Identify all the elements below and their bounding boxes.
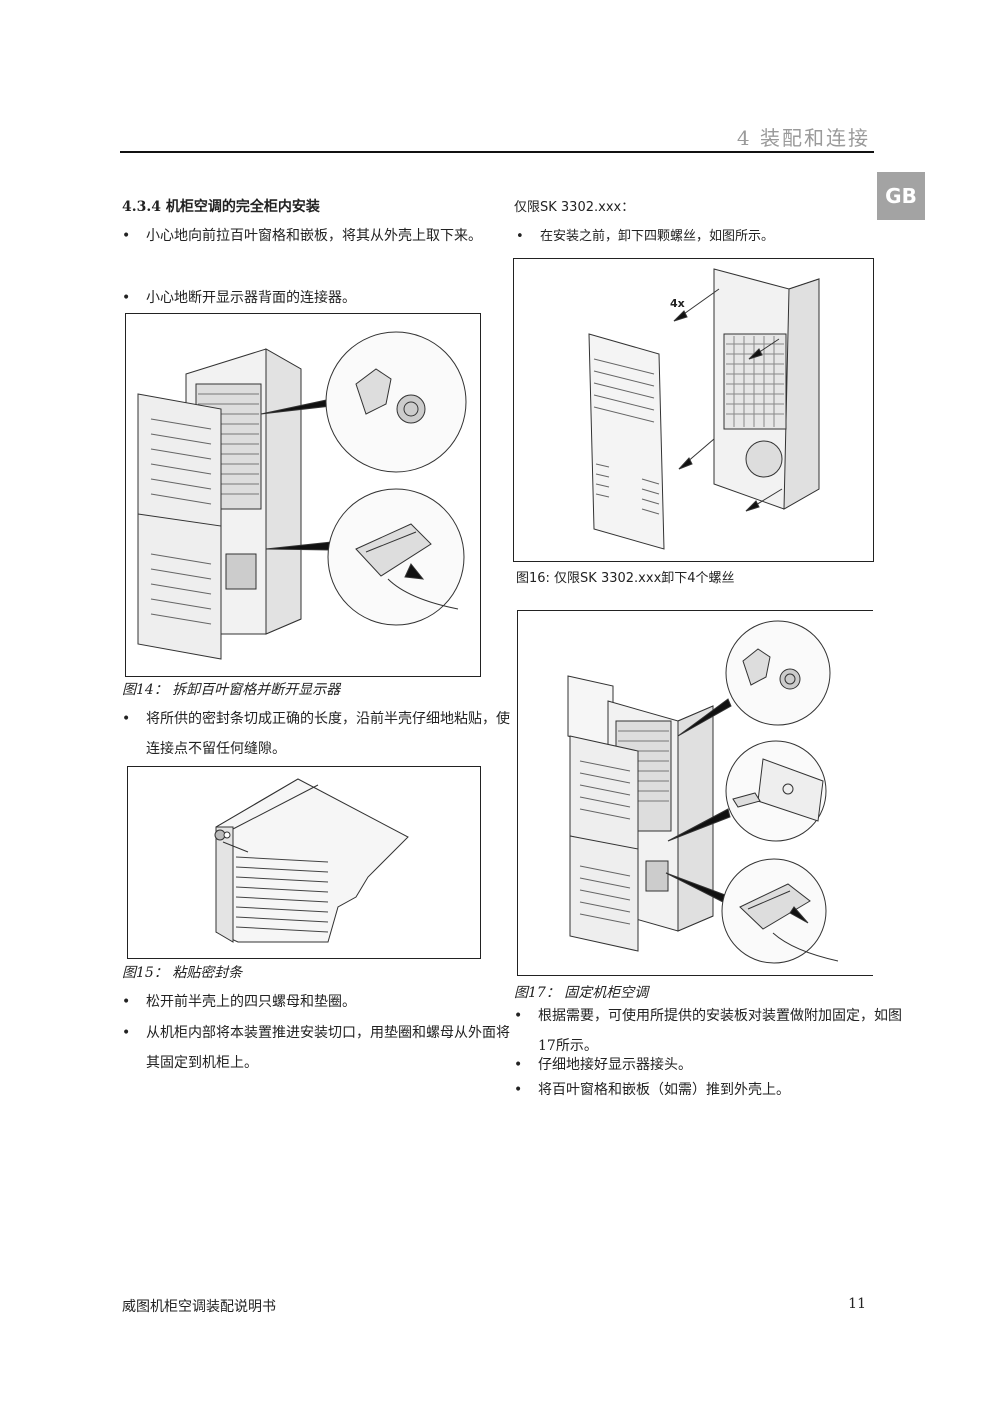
figure-14 (125, 313, 481, 677)
list-item: • 将所供的密封条切成正确的长度，沿前半壳仔细地粘贴，使连接点不留任何缝隙。 (122, 704, 514, 764)
bullet-icon: • (514, 1082, 523, 1098)
footer-title: 威图机柜空调装配说明书 (122, 1299, 276, 1315)
model-note: 仅限SK 3302.xxx： (514, 200, 635, 215)
list-item: • 从机柜内部将本装置推进安装切口，用垫圈和螺母从外面将其固定到机柜上。 (122, 1018, 514, 1078)
figure-16: 4x (513, 258, 874, 562)
fig17-illustration (567, 620, 839, 964)
bullet-icon: • (514, 1057, 523, 1073)
section-title: 4.3.4 机柜空调的完全柜内安装 (122, 199, 320, 215)
list-item: • 松开前半壳上的四只螺母和垫圈。 (122, 987, 514, 1017)
bullet-icon: • (122, 290, 131, 306)
figure-caption: 图14： 拆卸百叶窗格并断开显示器 (122, 682, 341, 698)
figure-caption: 图16: 仅限SK 3302.xxx卸下4个螺丝 (516, 571, 735, 586)
list-item: • 在安装之前，卸下四颗螺丝，如图所示。 (516, 222, 895, 252)
list-item: • 小心地断开显示器背面的连接器。 (122, 283, 514, 313)
bullet-icon: • (514, 1008, 523, 1024)
list-item: • 根据需要，可使用所提供的安装板对装置做附加固定，如图17所示。 (514, 1001, 906, 1061)
figure-15 (127, 766, 481, 959)
bullet-icon: • (122, 1025, 131, 1041)
figure-caption: 图15： 粘贴密封条 (122, 965, 243, 981)
figure-17 (517, 610, 873, 976)
list-item: • 小心地向前拉百叶窗格和嵌板，将其从外壳上取下来。 (122, 221, 514, 251)
chapter-header: 4 装配和连接 (736, 126, 870, 150)
fig14-illustration (137, 331, 467, 660)
screw-count-label: 4x (670, 297, 685, 310)
page-number: 11 (848, 1296, 866, 1312)
list-item: • 将百叶窗格和嵌板（如需）推到外壳上。 (514, 1075, 906, 1105)
list-item: • 仔细地接好显示器接头。 (514, 1050, 906, 1080)
fig15-illustration (214, 778, 409, 943)
figure-caption: 图17： 固定机柜空调 (514, 985, 649, 1001)
bullet-icon: • (122, 994, 131, 1010)
header-rule (120, 151, 874, 153)
bullet-icon: • (516, 229, 524, 244)
fig16-illustration: 4x (588, 268, 820, 550)
bullet-icon: • (122, 711, 131, 727)
bullet-icon: • (122, 228, 131, 244)
language-tab: GB (877, 172, 925, 220)
